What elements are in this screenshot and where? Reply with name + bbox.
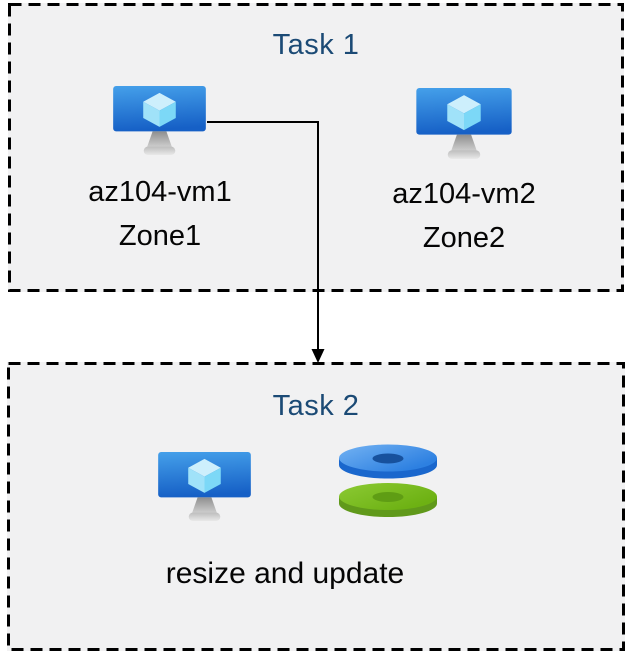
vm-zone-label: Zone2: [422, 222, 506, 254]
task2-caption: resize and update: [165, 557, 405, 590]
vm-zone-label: Zone1: [118, 220, 202, 252]
virtual-machine-icon: [415, 88, 513, 160]
vm-name-label: az104-vm2: [392, 178, 536, 210]
task1-title: Task 1: [272, 29, 360, 61]
task2-container: Task 2: [7, 362, 625, 651]
vm2-label: az104-vm2 Zone2: [364, 172, 564, 260]
virtual-machine-icon: [157, 452, 252, 522]
virtual-machine-icon: [112, 86, 207, 156]
vm1-label: az104-vm1 Zone1: [60, 170, 260, 258]
vm-name-label: az104-vm1: [88, 176, 232, 208]
task2-title: Task 2: [272, 390, 360, 422]
disks-icon: [338, 444, 438, 517]
flow-arrow-head: [311, 349, 325, 363]
